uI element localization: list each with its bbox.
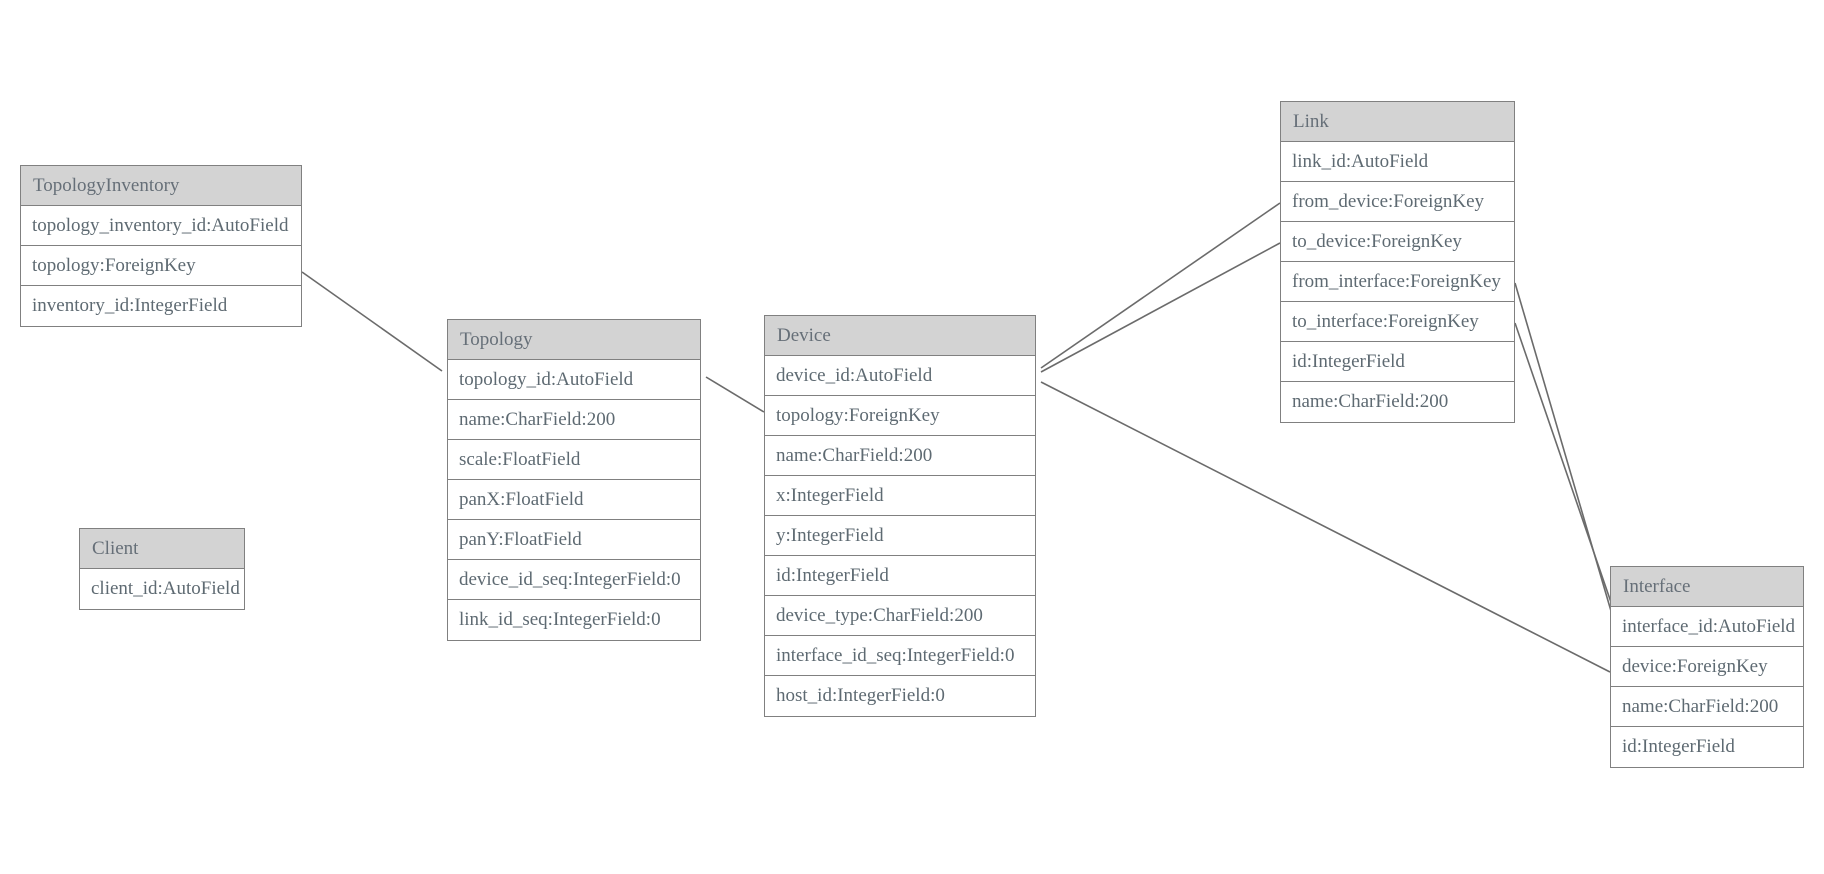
entity-field[interactable]: from_device:ForeignKey <box>1281 182 1514 222</box>
entity-field[interactable]: device:ForeignKey <box>1611 647 1803 687</box>
entity-field[interactable]: x:IntegerField <box>765 476 1035 516</box>
relationship-line <box>301 271 443 372</box>
entity-field[interactable]: to_interface:ForeignKey <box>1281 302 1514 342</box>
entity-field[interactable]: id:IntegerField <box>765 556 1035 596</box>
entity-field[interactable]: name:CharField:200 <box>1281 382 1514 422</box>
entity-field[interactable]: panY:FloatField <box>448 520 700 560</box>
entity-field[interactable]: topology:ForeignKey <box>765 396 1035 436</box>
entity-field[interactable]: client_id:AutoField <box>80 569 244 609</box>
entity-field[interactable]: to_device:ForeignKey <box>1281 222 1514 262</box>
entity-field[interactable]: link_id:AutoField <box>1281 142 1514 182</box>
relationship-line <box>705 376 765 413</box>
entity-fields-client: client_id:AutoField <box>80 569 244 609</box>
entity-field[interactable]: device_id_seq:IntegerField:0 <box>448 560 700 600</box>
relationship-line <box>1514 322 1615 612</box>
entity-title-topology_inventory: TopologyInventory <box>21 166 301 206</box>
entity-field[interactable]: topology_id:AutoField <box>448 360 700 400</box>
entity-title-client: Client <box>80 529 244 569</box>
entity-field[interactable]: host_id:IntegerField:0 <box>765 676 1035 716</box>
entity-field[interactable]: interface_id:AutoField <box>1611 607 1803 647</box>
entity-field[interactable]: inventory_id:IntegerField <box>21 286 301 326</box>
entity-field[interactable]: id:IntegerField <box>1281 342 1514 382</box>
entity-field[interactable]: device_id:AutoField <box>765 356 1035 396</box>
entity-title-device: Device <box>765 316 1035 356</box>
entity-field[interactable]: panX:FloatField <box>448 480 700 520</box>
entity-field[interactable]: scale:FloatField <box>448 440 700 480</box>
entity-field[interactable]: interface_id_seq:IntegerField:0 <box>765 636 1035 676</box>
entity-title-link: Link <box>1281 102 1514 142</box>
edge-link-fromdevice-device <box>1003 202 1281 371</box>
entity-field[interactable]: topology:ForeignKey <box>21 246 301 286</box>
entity-field[interactable]: y:IntegerField <box>765 516 1035 556</box>
entity-field[interactable]: device_type:CharField:200 <box>765 596 1035 636</box>
entity-field[interactable]: name:CharField:200 <box>1611 687 1803 727</box>
relationship-line <box>1514 282 1612 612</box>
entity-field[interactable]: name:CharField:200 <box>448 400 700 440</box>
entity-title-interface: Interface <box>1611 567 1803 607</box>
relationship-line <box>1040 242 1281 373</box>
relationship-line <box>1040 381 1611 673</box>
edge-link-todevice-device <box>1003 242 1281 375</box>
entity-title-topology: Topology <box>448 320 700 360</box>
entity-field[interactable]: id:IntegerField <box>1611 727 1803 767</box>
entity-field[interactable]: link_id_seq:IntegerField:0 <box>448 600 700 640</box>
entity-field[interactable]: name:CharField:200 <box>765 436 1035 476</box>
relationship-line <box>1040 202 1281 369</box>
entity-field[interactable]: topology_inventory_id:AutoField <box>21 206 301 246</box>
entity-field[interactable]: from_interface:ForeignKey <box>1281 262 1514 302</box>
